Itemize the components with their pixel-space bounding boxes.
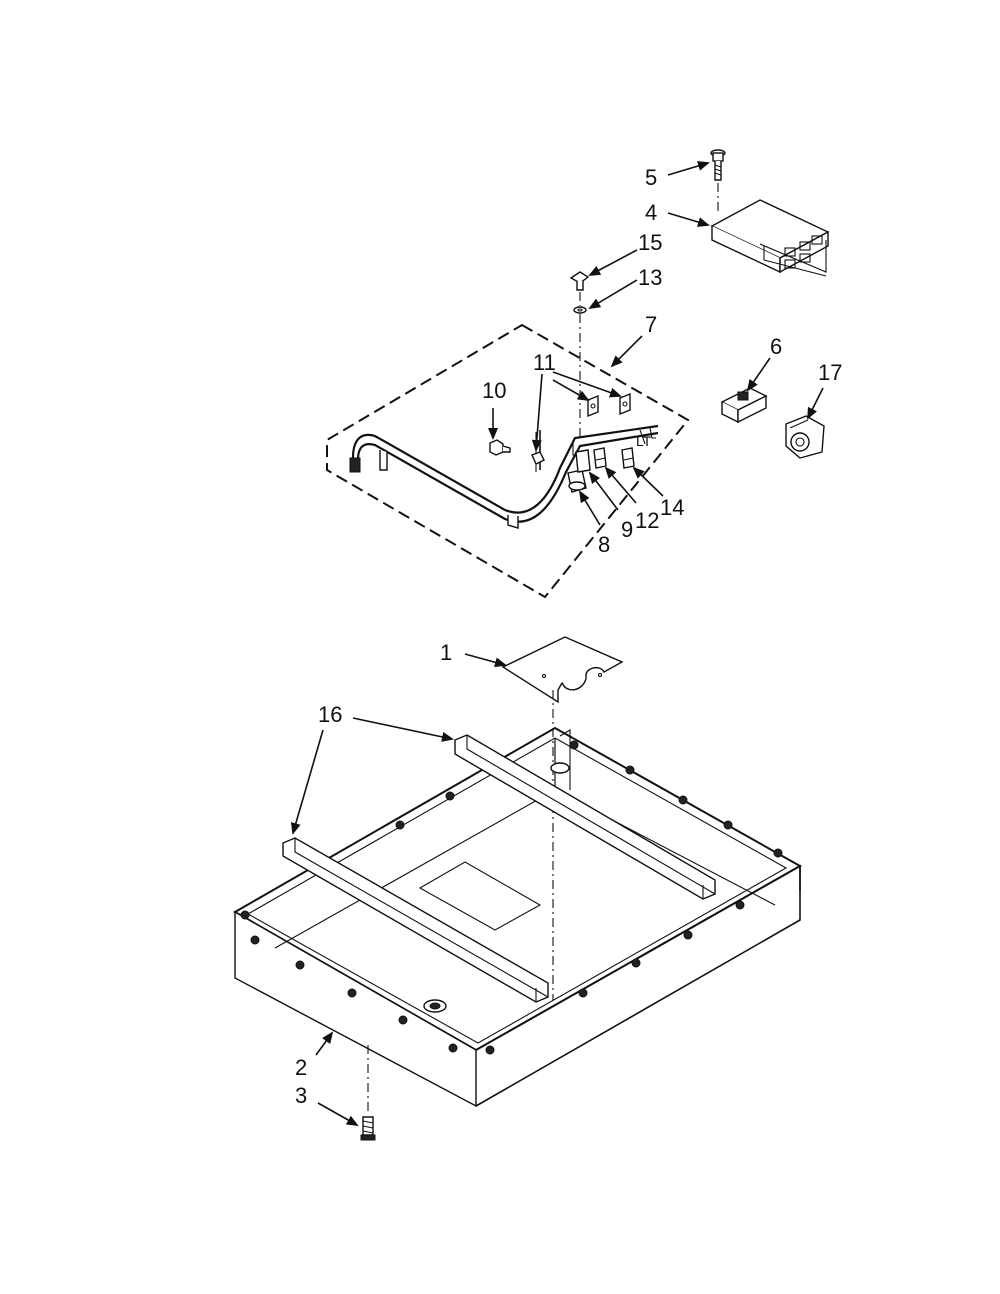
part-13-washer: [573, 306, 587, 314]
leader-16b: [290, 729, 324, 835]
callout-10: 10: [482, 378, 506, 403]
leader-13: [588, 279, 638, 310]
callout-4: 4: [645, 200, 657, 225]
leader-14: [632, 466, 664, 497]
callout-5: 5: [645, 165, 657, 190]
leader-2: [315, 1031, 334, 1056]
lt-marking: LT: [636, 433, 652, 449]
part-17-regulator: [785, 415, 825, 459]
part-4-control-box: [710, 199, 830, 277]
part-5-screw: [710, 149, 726, 181]
callout-17: 17: [818, 360, 842, 385]
leader-5: [667, 161, 710, 176]
leader-8: [578, 490, 601, 526]
leader-17: [807, 387, 824, 420]
part-12-valve: [593, 447, 607, 469]
part-9-valve: [575, 449, 591, 473]
callout-1: 1: [440, 640, 452, 665]
leader-11b: [552, 371, 622, 398]
part-10-orifice: [489, 439, 511, 456]
callout-6: 6: [770, 334, 782, 359]
part-15-screw: [569, 271, 590, 291]
part-8-valve: [567, 469, 587, 493]
callout-11: 11: [533, 350, 556, 375]
callout-13: 13: [638, 265, 662, 290]
leader-11a: [552, 379, 590, 401]
leader-11c: [531, 373, 543, 452]
callout-16: 16: [318, 702, 342, 727]
callout-7: 7: [645, 312, 657, 337]
leader-9: [588, 471, 619, 511]
part-3-screw: [360, 1116, 376, 1141]
leader-4: [667, 212, 710, 227]
part-16-rail-right: [454, 734, 716, 900]
callout-8: 8: [598, 532, 610, 557]
callout-9: 9: [621, 517, 633, 542]
part-14-valve: [621, 447, 635, 469]
leader-7: [610, 335, 643, 368]
manifold-pipe: [349, 424, 659, 529]
part-1-plate: [501, 636, 624, 704]
callout-3: 3: [295, 1083, 307, 1108]
leader-12: [604, 466, 637, 504]
part-16-rail-left: [282, 837, 549, 1003]
callout-14: 14: [660, 495, 684, 520]
callout-15: 15: [638, 230, 662, 255]
leader-3: [317, 1102, 359, 1126]
callout-2: 2: [295, 1055, 307, 1080]
leader-16a: [352, 717, 454, 742]
leader-1: [464, 653, 507, 668]
part-11-clips: [587, 392, 631, 418]
leader-6: [746, 357, 771, 392]
leader-15: [588, 249, 638, 276]
part-7-kit-boundary: [326, 323, 690, 599]
part-6-block: [720, 387, 768, 424]
callout-12: 12: [635, 508, 659, 533]
